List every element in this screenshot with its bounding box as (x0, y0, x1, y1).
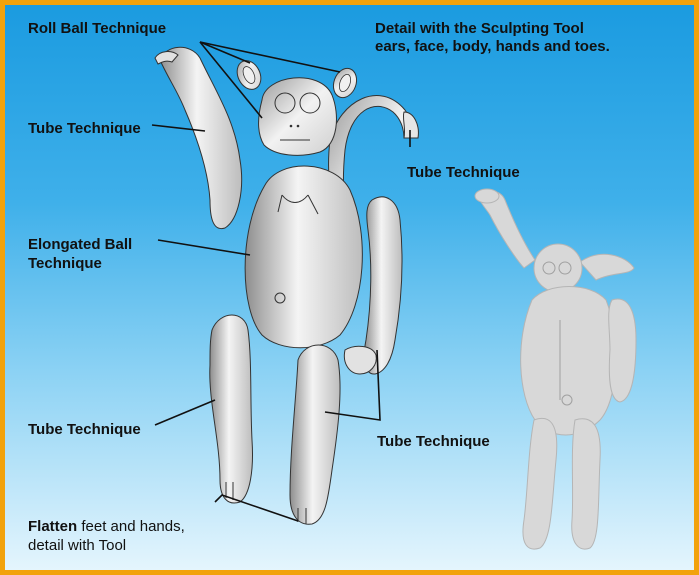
right-arm-part (364, 197, 402, 374)
detail-label-line2: ears, face, body, hands and toes. (375, 37, 610, 56)
roll-ball-label: Roll Ball Technique (28, 19, 166, 38)
left-arm-part (160, 47, 242, 228)
detail-label-line1: Detail with the Sculpting Tool (375, 19, 584, 38)
elongated-ball-label-line2: Technique (28, 254, 102, 273)
flatten-bold-text: Flatten (28, 518, 77, 535)
right-hand-part (344, 346, 376, 374)
flatten-label-line2: detail with Tool (28, 536, 126, 555)
head-part (259, 78, 337, 156)
right-leg-part (290, 345, 340, 524)
tail-tip (403, 112, 418, 138)
monkey-parts-diagram (5, 5, 694, 570)
tube-leg-left-label: Tube Technique (28, 420, 141, 439)
body-part (245, 166, 362, 348)
tube-leg-right-label: Tube Technique (377, 432, 490, 451)
elongated-ball-label-line1: Elongated Ball (28, 235, 132, 254)
tube-arm-label: Tube Technique (28, 119, 141, 138)
flatten-label-line1: Flatten feet and hands, (28, 517, 185, 536)
tube-tail-label: Tube Technique (407, 163, 520, 182)
left-leg-part (210, 315, 253, 503)
flatten-rest-text: feet and hands, (77, 518, 185, 535)
clay-monkey-photo (475, 189, 636, 549)
